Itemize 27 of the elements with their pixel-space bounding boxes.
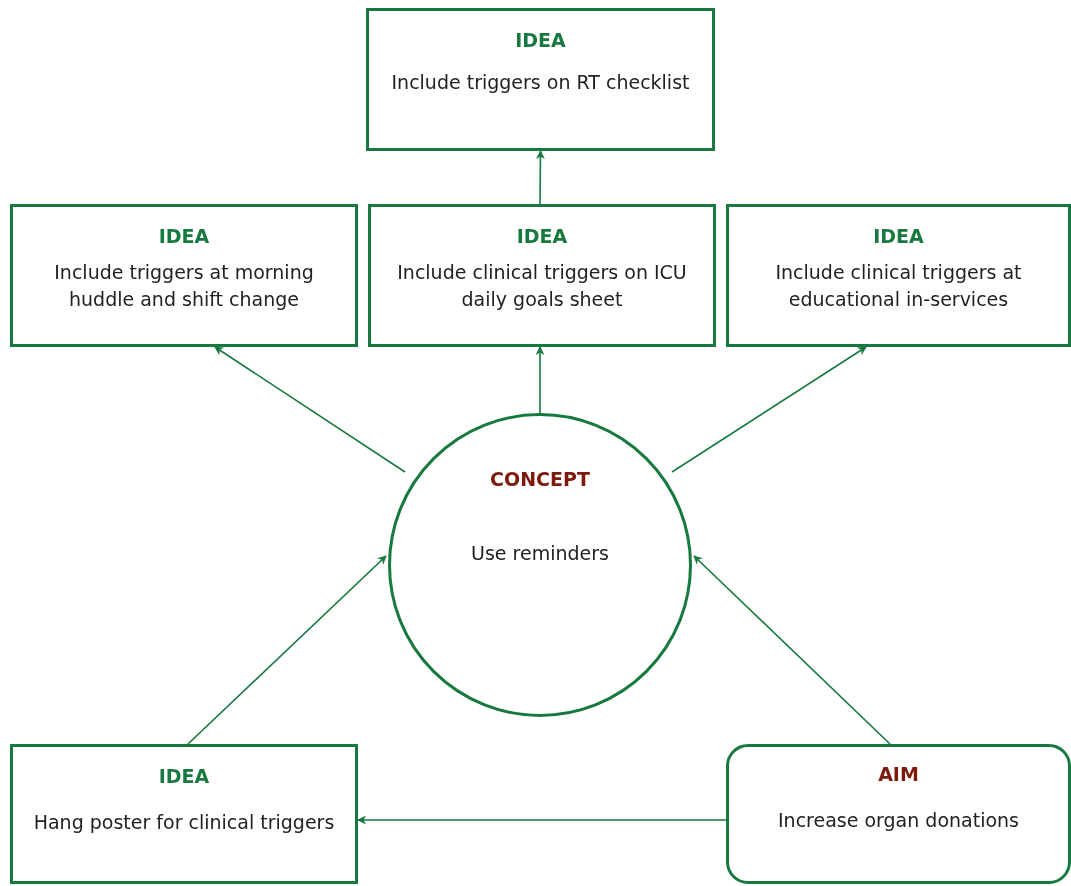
box-text: Include clinical triggers at educational in-services	[774, 260, 1023, 312]
idea-box	[10, 744, 358, 884]
box-text: Include clinical triggers on ICU daily goals sheet	[396, 260, 688, 312]
aim-box	[726, 744, 1071, 884]
box-heading: AIM	[878, 763, 919, 785]
box-heading: IDEA	[158, 225, 210, 247]
box-text: Include triggers on RT checklist	[391, 70, 690, 95]
box-heading: IDEA	[873, 225, 924, 247]
idea-box	[726, 204, 1071, 347]
box-text: Increase organ donations	[778, 808, 1019, 833]
idea-box	[368, 204, 716, 347]
arrow	[535, 150, 545, 205]
box-heading: IDEA	[515, 29, 566, 51]
arrow	[671, 346, 867, 473]
box-text: Use reminders	[471, 541, 609, 566]
box-text: Hang poster for clinical triggers	[33, 810, 335, 835]
idea-box	[10, 204, 358, 347]
arrow	[693, 555, 891, 745]
arrow	[214, 346, 406, 473]
box-heading: IDEA	[516, 225, 568, 247]
arrow	[357, 815, 727, 825]
box-heading: CONCEPT	[490, 468, 590, 490]
arrow	[187, 555, 387, 745]
idea-box	[366, 8, 715, 151]
arrow	[535, 346, 545, 414]
box-heading: IDEA	[158, 765, 210, 787]
box-text: Include triggers at morning huddle and shift change	[53, 260, 315, 312]
